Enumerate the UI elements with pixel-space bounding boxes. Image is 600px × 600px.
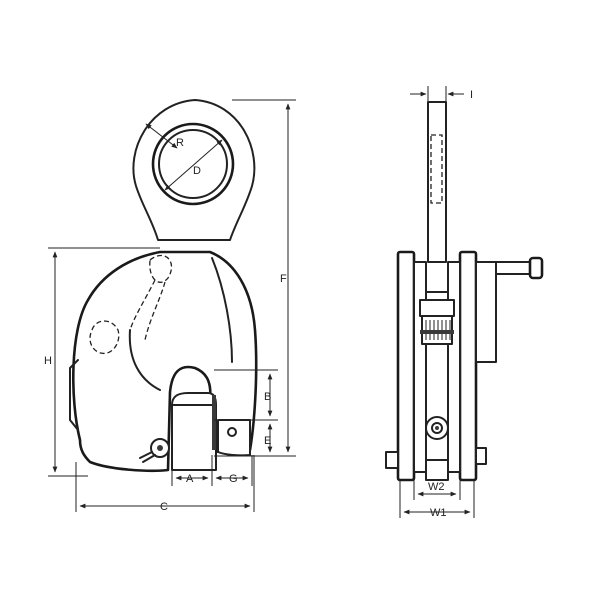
hidden-pivot [149,254,173,283]
right-side-plate [458,250,478,482]
eye-bore [158,129,228,199]
label-G: G [229,473,238,485]
diameter-dimension [164,139,223,191]
label-I: I [470,89,473,101]
dimension-W2: W2 [413,480,461,500]
left-bottom-pin [385,451,399,469]
handle-rod [495,261,531,275]
label-R: R [176,137,184,149]
dimension-I: I [410,86,473,102]
lever-handle [475,256,544,363]
handle-knob [528,256,544,280]
shackle-bar [427,101,447,263]
jaw-teeth [212,395,216,450]
label-W1: W1 [430,507,447,519]
label-D: D [193,165,201,177]
label-B: B [264,391,271,403]
handle-housing [475,261,497,363]
grip-pad [217,419,251,457]
dimension-W1: W1 [399,480,475,519]
dimension-A-G: A G [171,455,253,486]
label-A: A [186,473,194,485]
dimension-H: H [44,247,160,477]
front-view: F H B E A G [44,99,296,513]
dimension-B-E: B E [214,369,278,457]
side-view: I W2 W1 [385,86,544,519]
hidden-cam [89,320,120,355]
label-C: C [160,501,168,513]
label-H: H [44,355,52,367]
left-side-plate [396,250,416,482]
right-bottom-pin [475,447,487,465]
clamp-body [69,250,258,473]
label-F: F [280,273,287,285]
dimension-C: C [75,455,255,513]
label-E: E [264,435,271,447]
lifting-eye [132,99,256,241]
label-W2: W2 [428,481,445,493]
upper-cross-bar [419,299,455,317]
